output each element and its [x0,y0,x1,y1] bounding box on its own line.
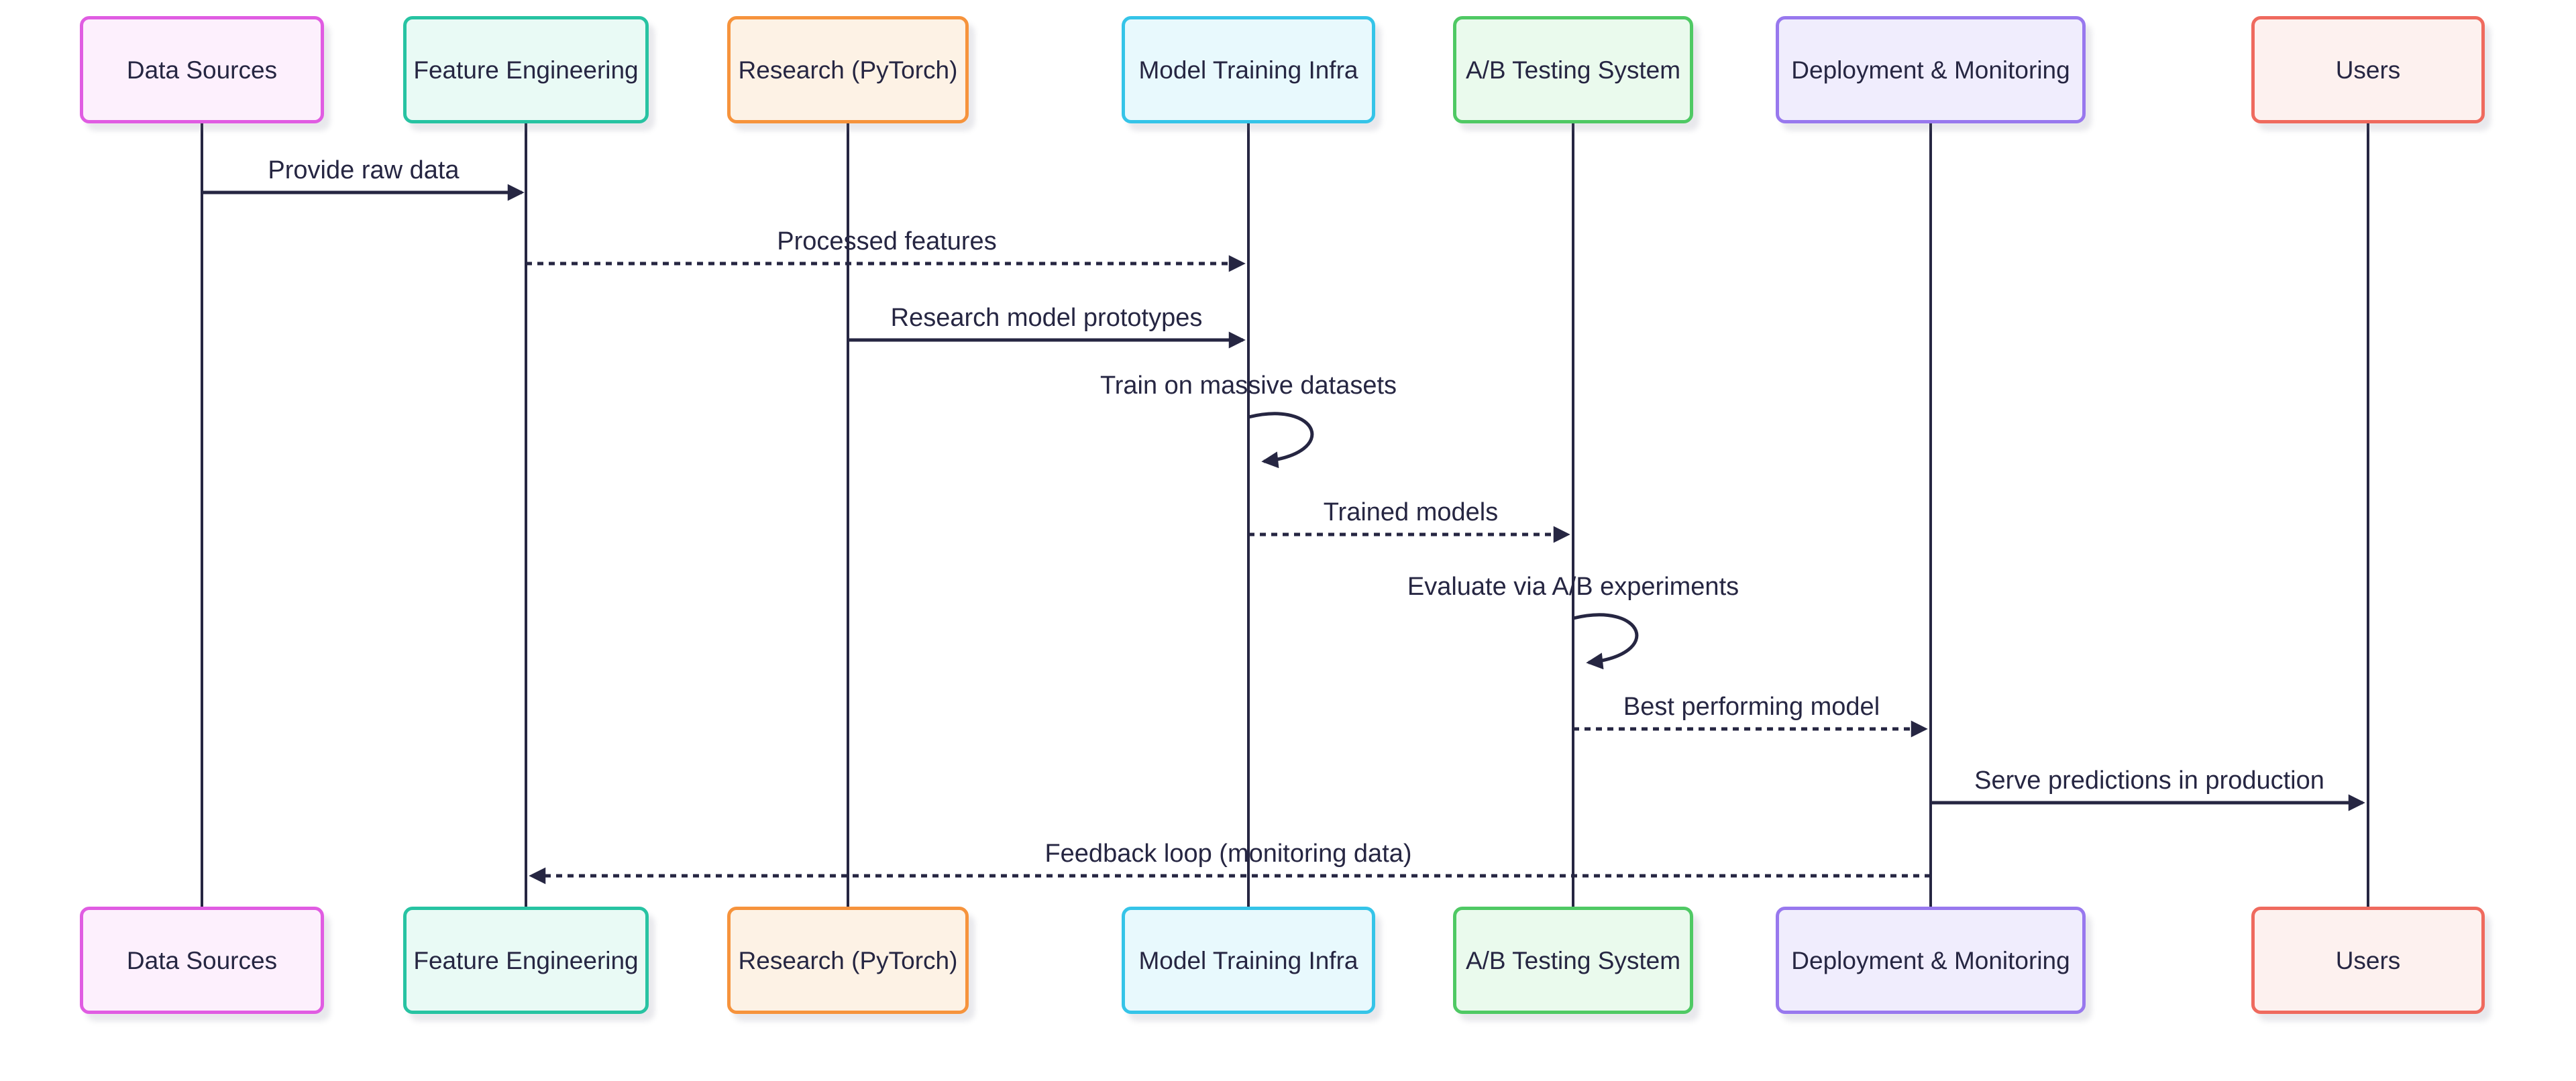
actor-label: Research (PyTorch) [738,946,958,974]
actor-box-research-pytorch-bottom: Research (PyTorch) [727,907,969,1014]
message-arrows [202,184,2365,885]
message-label-processed-features: Processed features [777,227,997,256]
actor-label: Model Training Infra [1138,56,1358,84]
actor-box-model-training-infra-top: Model Training Infra [1122,16,1375,123]
lifelines [201,123,2369,908]
actor-label: Research (PyTorch) [738,56,958,84]
actor-box-deployment-monitoring-top: Deployment & Monitoring [1776,16,2086,123]
actor-label: Deployment & Monitoring [1791,56,2070,84]
actor-box-data-sources-top: Data Sources [80,16,324,123]
actor-box-feature-engineering-top: Feature Engineering [403,16,649,123]
actor-box-research-pytorch-top: Research (PyTorch) [727,16,969,123]
actor-label: Feature Engineering [413,56,639,84]
actor-label: Users [2335,946,2401,974]
message-label-research-model-prototypes: Research model prototypes [890,304,1203,333]
message-label-best-performing-model: Best performing model [1623,693,1880,722]
message-label-train-on-massive-datasets: Train on massive datasets [1099,372,1397,400]
actor-label: Users [2335,56,2401,84]
self-loop-evaluate-via-ab-experiments [1572,613,1639,670]
actor-label: Data Sources [126,56,278,84]
actor-box-feature-engineering-bottom: Feature Engineering [403,907,649,1014]
message-label-serve-predictions-in-production: Serve predictions in production [1974,766,2324,795]
message-label-feedback-loop-monitoring-data: Feedback loop (monitoring data) [1044,840,1412,868]
actor-label: Data Sources [126,946,278,974]
actor-label: Model Training Infra [1138,946,1358,974]
actor-label: Deployment & Monitoring [1791,946,2070,974]
message-label-evaluate-via-ab-experiments: Evaluate via A/B experiments [1407,573,1739,602]
message-label-trained-models: Trained models [1323,498,1499,527]
actor-box-ab-testing-system-top: A/B Testing System [1453,16,1693,123]
actor-box-ab-testing-system-bottom: A/B Testing System [1453,907,1693,1014]
actor-box-data-sources-bottom: Data Sources [80,907,324,1014]
actor-box-users-bottom: Users [2251,907,2485,1014]
actor-box-deployment-monitoring-bottom: Deployment & Monitoring [1776,907,2086,1014]
self-loop-train-on-massive-datasets [1248,412,1314,469]
actor-box-model-training-infra-bottom: Model Training Infra [1122,907,1375,1014]
message-label-provide-raw-data: Provide raw data [268,156,460,185]
actor-label: A/B Testing System [1465,56,1681,84]
actor-label: A/B Testing System [1465,946,1681,974]
actor-box-users-top: Users [2251,16,2485,123]
actor-label: Feature Engineering [413,946,639,974]
